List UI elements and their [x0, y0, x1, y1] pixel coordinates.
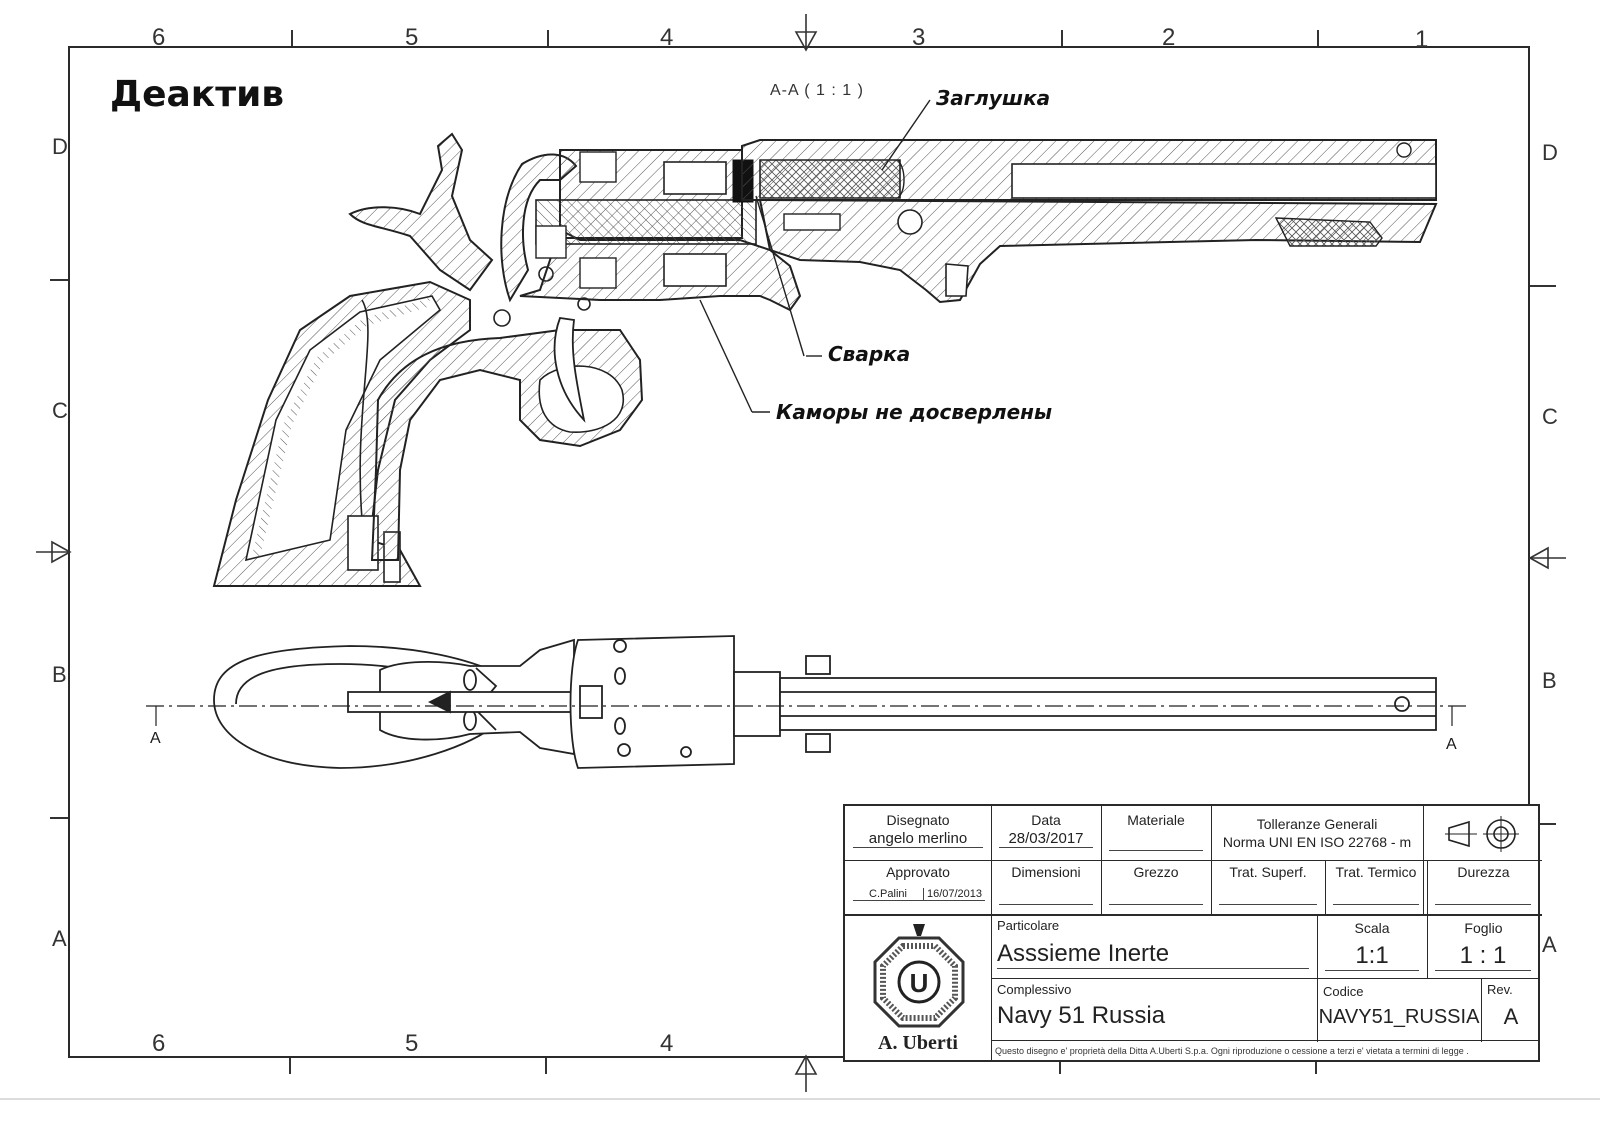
sheet-label: Foglio [1464, 920, 1503, 936]
scale-value: 1:1 [1325, 942, 1419, 971]
grid-col-bottom-5: 5 [405, 1030, 419, 1057]
drawn-value: angelo merlino [853, 830, 983, 848]
grid-col-top-2: 2 [1162, 24, 1176, 51]
grid-row-left-c: C [52, 398, 68, 423]
drawn-label: Disegnato [886, 812, 950, 828]
tolerance-label: Tolleranze Generali [1256, 816, 1378, 832]
grid-col-top-3: 3 [912, 24, 926, 51]
surface-treatment-label: Trat. Superf. [1229, 864, 1307, 880]
grid-col-top-4: 4 [660, 24, 674, 51]
hardness-label: Durezza [1457, 864, 1510, 880]
grid-row-left-d: D [52, 134, 68, 159]
grid-row-right-d: D [1542, 140, 1558, 165]
thermal-treatment-label: Trat. Termico [1335, 864, 1417, 880]
page-title: Деактив [110, 74, 285, 115]
scale-label: Scala [1354, 920, 1390, 936]
projection-symbol-icon [1445, 816, 1519, 852]
part-value: Asssieme Inerte [997, 940, 1309, 969]
approved-name: C.Palini [853, 888, 923, 901]
callout-plug: Заглушка [936, 86, 1051, 110]
legal-note: Questo disegno e' proprietà della Ditta … [995, 1046, 1469, 1056]
section-marker-right: A [1446, 736, 1457, 753]
rev-label: Rev. [1487, 982, 1513, 997]
grid-row-right-a: A [1542, 932, 1557, 957]
sheet-value: 1 : 1 [1435, 942, 1531, 971]
tolerance-value: Norma UNI EN ISO 22768 - m [1222, 834, 1412, 850]
code-value: NAVY51_RUSSIA [1318, 1006, 1480, 1028]
callout-weld: Сварка [828, 342, 911, 366]
grid-col-bottom-4: 4 [660, 1030, 674, 1057]
grid-row-left-a: A [52, 926, 67, 951]
approved-label: Approvato [886, 864, 950, 880]
grid-row-left-b: B [52, 662, 67, 687]
rough-label: Grezzo [1133, 864, 1179, 880]
assembly-label: Complessivo [997, 982, 1072, 997]
logo-letter: U [910, 968, 929, 998]
rev-value: A [1503, 1004, 1519, 1029]
section-view-label: A-A ( 1 : 1 ) [770, 82, 864, 99]
grid-col-top-6: 6 [152, 24, 166, 51]
section-marker-left: A [150, 730, 161, 747]
grid-col-bottom-6: 6 [152, 1030, 166, 1057]
date-label: Data [1031, 812, 1061, 828]
material-label: Materiale [1127, 812, 1185, 828]
sheet-edge [0, 1098, 1600, 1100]
assembly-value: Navy 51 Russia [997, 1002, 1166, 1029]
grid-col-top-1: 1 [1415, 26, 1429, 53]
date-value: 28/03/2017 [999, 830, 1093, 848]
approved-date: 16/07/2013 [923, 888, 985, 901]
callout-chambers: Каморы не досверлены [776, 400, 1053, 424]
title-block: Disegnato angelo merlino Data 28/03/2017… [843, 804, 1542, 1062]
dimensions-label: Dimensioni [1011, 864, 1081, 880]
logo-text: A. Uberti [878, 1032, 958, 1054]
grid-row-right-b: B [1542, 668, 1557, 693]
grid-col-top-5: 5 [405, 24, 419, 51]
code-label: Codice [1323, 984, 1364, 999]
part-label: Particolare [997, 918, 1060, 933]
uberti-logo-icon: U [873, 924, 965, 1028]
grid-row-right-c: C [1542, 404, 1558, 429]
